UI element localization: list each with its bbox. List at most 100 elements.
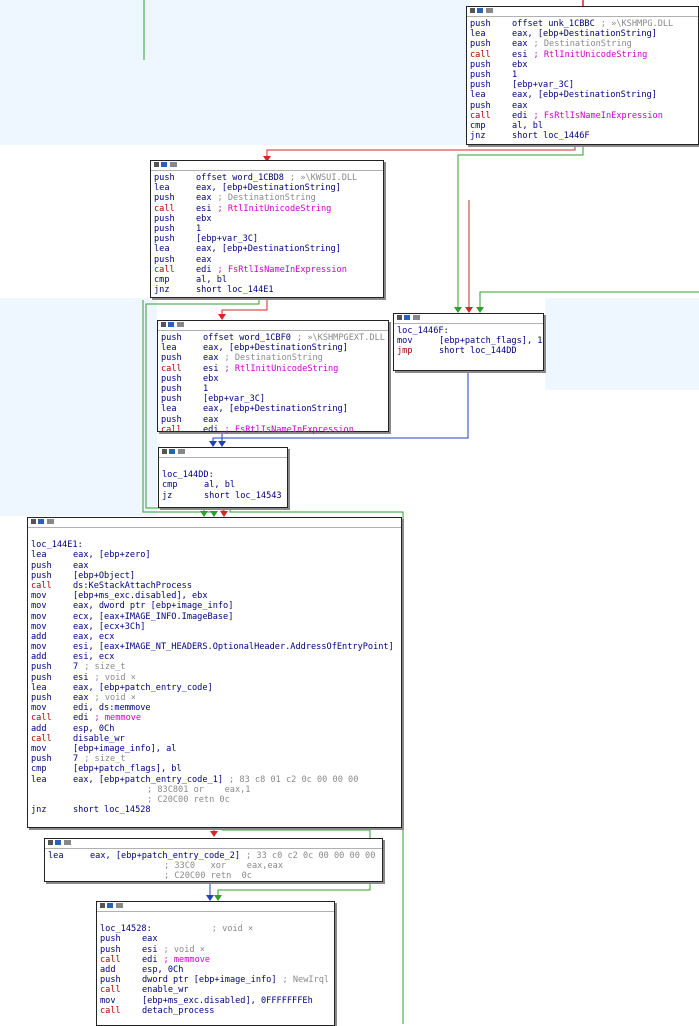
color-icon[interactable]: [161, 162, 167, 167]
graph-node-icon[interactable]: [397, 315, 402, 320]
node-header[interactable]: [28, 518, 401, 528]
code-line[interactable]: ; 83C801 or eax,1: [31, 785, 398, 795]
group-icon[interactable]: [413, 315, 420, 320]
graph-node-icon[interactable]: [161, 322, 166, 327]
code-line[interactable]: ; 33C0 xor eax,eax: [48, 861, 379, 871]
color-icon[interactable]: [477, 8, 483, 13]
node-header[interactable]: [394, 314, 543, 324]
group-icon[interactable]: [116, 903, 123, 908]
code-line[interactable]: push[ebp+Object]: [31, 571, 398, 581]
node-header[interactable]: [467, 7, 698, 17]
color-icon[interactable]: [55, 840, 61, 845]
code-line[interactable]: loc_14528:; void ×: [100, 924, 331, 934]
node-header[interactable]: [151, 161, 383, 171]
code-line[interactable]: mov[ebp+ms_exc.disabled], 0FFFFFFFEh: [100, 996, 331, 1006]
code-line[interactable]: ; C20C00 retn 0c: [48, 871, 379, 881]
code-line[interactable]: loc_1446F:: [397, 326, 540, 336]
code-line[interactable]: loc_144DD:: [162, 470, 284, 480]
code-line[interactable]: loc_144E1:: [31, 540, 398, 550]
node-header[interactable]: [97, 902, 334, 912]
code-line[interactable]: mov[ebp+image_info], al: [31, 744, 398, 754]
color-icon[interactable]: [107, 903, 113, 908]
color-icon[interactable]: [38, 519, 44, 524]
group-icon[interactable]: [64, 840, 71, 845]
code-line[interactable]: push[ebp+var_3C]: [154, 234, 380, 244]
group-icon[interactable]: [177, 322, 184, 327]
graph-node-icon[interactable]: [48, 840, 53, 845]
node-header[interactable]: [45, 839, 382, 849]
group-icon[interactable]: [486, 8, 493, 13]
code-line[interactable]: cmp[ebp+patch_flags], bl: [31, 764, 398, 774]
code-line[interactable]: mov[ebp+patch_flags], 1: [397, 336, 542, 346]
node-header[interactable]: [159, 448, 287, 458]
color-icon[interactable]: [168, 322, 174, 327]
code-line[interactable]: ; C20C00 retn 0c: [31, 795, 398, 805]
color-icon[interactable]: [404, 315, 410, 320]
node-header[interactable]: [158, 321, 388, 331]
graph-node-icon[interactable]: [100, 903, 105, 908]
code-line[interactable]: mov[ebp+ms_exc.disabled], ebx: [31, 591, 398, 601]
graph-node-icon[interactable]: [154, 162, 159, 167]
graph-node-icon[interactable]: [162, 449, 167, 454]
color-icon[interactable]: [169, 449, 175, 454]
graph-node-icon[interactable]: [470, 8, 475, 13]
group-icon[interactable]: [47, 519, 54, 524]
group-icon[interactable]: [178, 449, 185, 454]
